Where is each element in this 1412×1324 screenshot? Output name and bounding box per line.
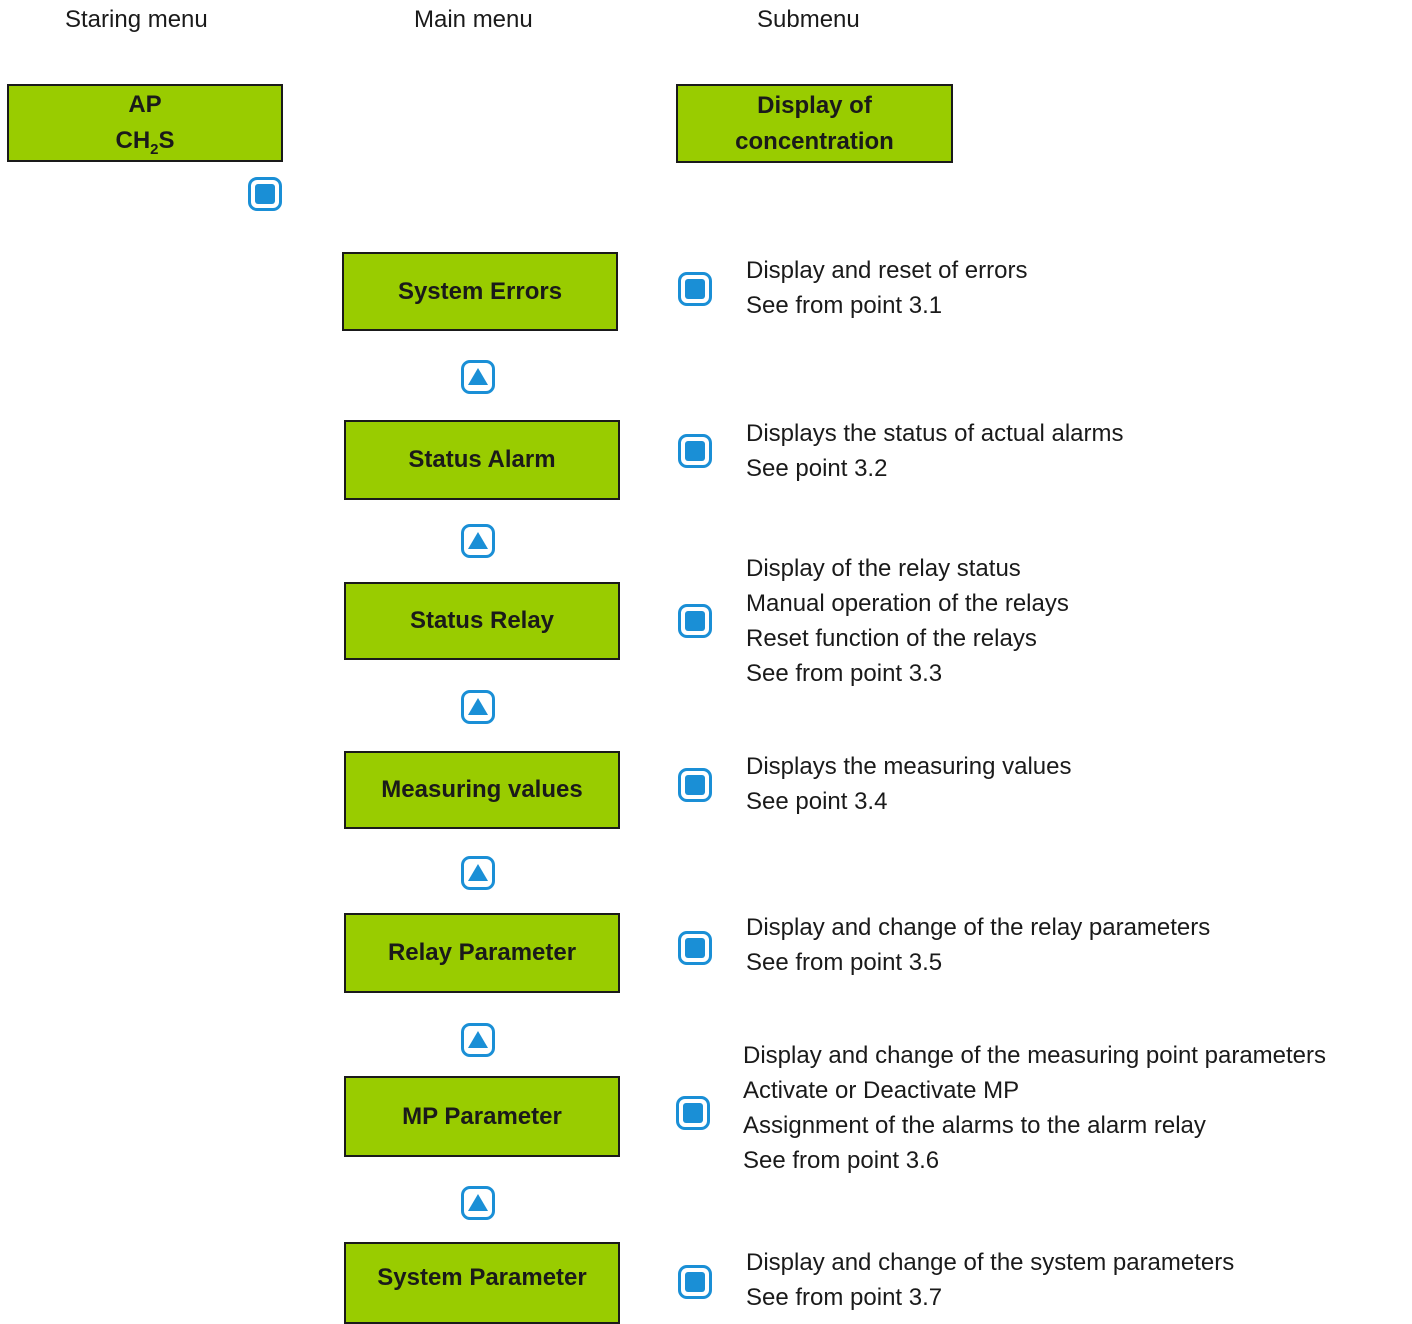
- up-arrow-button-icon[interactable]: [461, 360, 495, 394]
- menu-label: System Parameter: [377, 1264, 587, 1291]
- menu-label: Measuring values: [381, 776, 583, 803]
- menu-label: MP Parameter: [402, 1102, 562, 1130]
- menu-label: System Errors: [397, 277, 563, 305]
- menu-box-system-errors[interactable]: System Errors: [342, 252, 618, 331]
- submenu-description: Display and change of the system paramet…: [746, 1249, 1235, 1311]
- menu-box-status-alarm[interactable]: Status Alarm: [344, 420, 620, 500]
- header-main-menu: Main menu: [414, 6, 533, 33]
- enter-button-icon[interactable]: [678, 768, 712, 802]
- start-display-box: AP CH2S: [7, 84, 283, 162]
- menu-box-measuring-values[interactable]: Measuring values: [344, 751, 620, 829]
- enter-button-icon[interactable]: [678, 1265, 712, 1299]
- up-arrow-button-icon[interactable]: [461, 690, 495, 724]
- submenu-description: Display and change of the relay paramete…: [746, 914, 1211, 976]
- enter-button-icon[interactable]: [678, 272, 712, 306]
- menu-box-status-relay[interactable]: Status Relay: [344, 582, 620, 660]
- enter-button-icon[interactable]: [678, 434, 712, 468]
- start-display-line1: AP: [128, 91, 162, 118]
- up-arrow-button-icon[interactable]: [461, 1186, 495, 1220]
- up-arrow-button-icon[interactable]: [461, 856, 495, 890]
- submenu-description: Displays the measuring values See point …: [746, 753, 1072, 815]
- enter-button-icon[interactable]: [248, 177, 282, 211]
- up-arrow-button-icon[interactable]: [461, 1023, 495, 1057]
- submenu-description: Displays the status of actual alarms See…: [746, 420, 1124, 482]
- enter-button-icon[interactable]: [678, 604, 712, 638]
- concentration-line1: Display of: [757, 91, 872, 119]
- menu-label: Status Relay: [409, 607, 555, 634]
- enter-button-icon[interactable]: [678, 931, 712, 965]
- submenu-description: Display and reset of errors See from poi…: [746, 257, 1028, 319]
- menu-box-mp-parameter[interactable]: MP Parameter: [344, 1076, 620, 1157]
- header-submenu: Submenu: [757, 6, 860, 33]
- submenu-description: Display and change of the measuring poin…: [743, 1042, 1327, 1174]
- submenu-description: Display of the relay status Manual opera…: [746, 555, 1069, 687]
- up-arrow-button-icon[interactable]: [461, 524, 495, 558]
- header-starting-menu: Staring menu: [65, 6, 208, 33]
- enter-button-icon[interactable]: [676, 1096, 710, 1130]
- concentration-line2: concentration: [735, 127, 894, 155]
- start-display-line2: CH2S: [115, 127, 175, 158]
- menu-box-relay-parameter[interactable]: Relay Parameter: [344, 913, 620, 993]
- menu-label: Status Alarm: [408, 446, 556, 473]
- concentration-display-box: Display of concentration: [676, 84, 953, 163]
- menu-label: Relay Parameter: [387, 939, 577, 966]
- menu-box-system-parameter[interactable]: System Parameter: [344, 1242, 620, 1324]
